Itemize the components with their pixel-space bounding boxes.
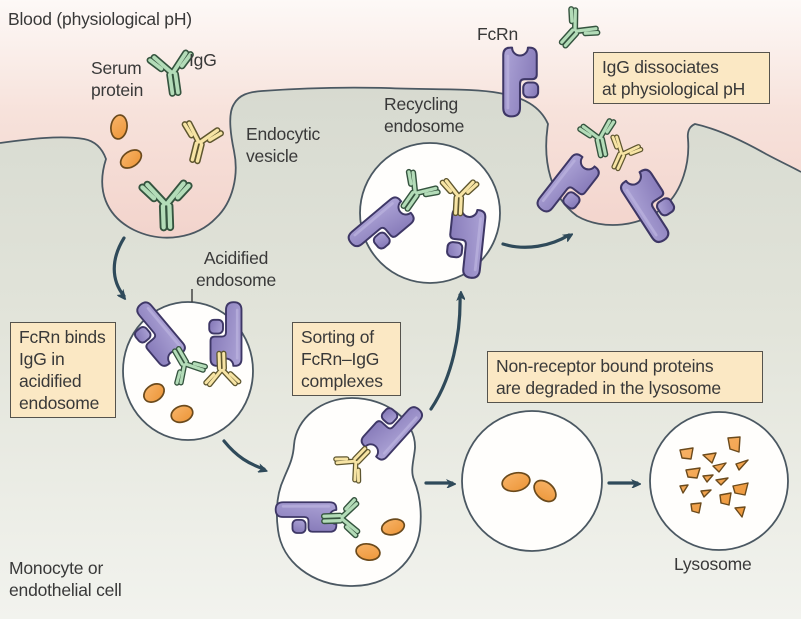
transport-vesicle <box>461 410 603 552</box>
arrow-vesicle-to-acidified <box>112 236 124 296</box>
degraded-protein-fragments <box>679 436 749 518</box>
serum-protein-oval <box>533 479 557 503</box>
serum-protein-oval <box>380 518 406 536</box>
serum-protein-label: Serum protein <box>91 58 144 100</box>
serum-protein-oval <box>110 114 128 140</box>
cell-membrane <box>0 86 801 239</box>
serum-protein-oval <box>170 404 194 424</box>
callout-igg-dissociates: IgG dissociates at physiological pH <box>593 52 770 104</box>
flow-arrows <box>112 235 637 483</box>
blood-label: Blood (physiological pH) <box>8 9 192 29</box>
callout-degraded: Non-receptor bound proteins are degraded… <box>487 351 763 403</box>
acidified-endosome-label: Acidified endosome <box>195 248 277 290</box>
serum-protein-oval <box>501 471 531 493</box>
recycling-endosome-label: Recycling endosome <box>384 94 465 136</box>
serum-protein-oval <box>355 543 381 561</box>
endocytic-vesicle-label: Endocytic vesicle <box>246 124 321 166</box>
serum-proteins <box>110 114 557 561</box>
serum-protein-oval <box>143 383 165 403</box>
arrow-recycling-to-membrane <box>501 235 569 249</box>
callout-fcrn-binds: FcRn binds IgG in acidified endosome <box>10 322 116 418</box>
fcrn-label: FcRn <box>477 24 519 44</box>
arrow-sorting-to-recycling <box>429 295 460 411</box>
serum-protein-oval <box>119 149 143 169</box>
callout-sorting: Sorting of FcRn–IgG complexes <box>292 322 401 396</box>
arrow-acidified-to-sorting <box>222 439 264 469</box>
cell-type-label: Monocyte or endothelial cell <box>9 558 122 600</box>
igg-label: IgG <box>189 50 217 70</box>
lysosome-label: Lysosome <box>674 554 752 574</box>
